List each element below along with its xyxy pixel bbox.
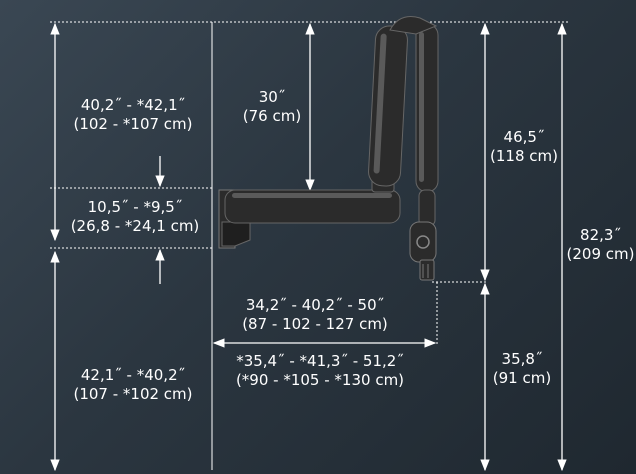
tube-head: [409, 221, 437, 263]
total-height-line2: (209 cm): [566, 245, 635, 263]
reach-standard-line2: (87 - 102 - 127 cm): [242, 315, 388, 333]
height-top-label: 40,2˝ - *42,1˝ (102 - *107 cm): [58, 96, 208, 134]
xray-arm-illustration: [218, 16, 439, 281]
reach-long-line1: *35,4˝ - *41,3˝ - 51,2˝: [236, 352, 404, 370]
total-height-label: 82,3˝ (209 cm): [565, 226, 636, 264]
horizontal-arm: [224, 189, 401, 224]
bottom-height-line1: 35,8˝: [501, 350, 543, 368]
vertical-arm-front: [368, 25, 408, 187]
floor-height-line1: 42,1˝ - *40,2˝: [80, 366, 186, 384]
height-top-line2: (102 - *107 cm): [73, 115, 193, 133]
head-height-line1: 46,5˝: [503, 128, 545, 146]
mount-height-line1: 10,5˝ - *9,5˝: [87, 198, 183, 216]
arm-to-top-label: 30˝ (76 cm): [232, 88, 312, 126]
reach-standard-line1: 34,2˝ - 40,2˝ - 50˝: [245, 296, 385, 314]
arm-to-top-line2: (76 cm): [242, 107, 302, 125]
height-top-line1: 40,2˝ - *42,1˝: [80, 96, 186, 114]
bottom-height-label: 35,8˝ (91 cm): [486, 350, 558, 388]
reach-standard-label: 34,2˝ - 40,2˝ - 50˝ (87 - 102 - 127 cm): [225, 296, 405, 334]
reach-long-label: *35,4˝ - *41,3˝ - 51,2˝ (*90 - *105 - *1…: [215, 352, 425, 390]
bottom-height-line2: (91 cm): [492, 369, 552, 387]
mount-height-label: 10,5˝ - *9,5˝ (26,8 - *24,1 cm): [60, 198, 210, 236]
floor-height-line2: (107 - *102 cm): [73, 385, 193, 403]
total-height-line1: 82,3˝: [580, 226, 621, 244]
head-height-label: 46,5˝ (118 cm): [486, 128, 562, 166]
arm-to-top-line1: 30˝: [258, 88, 286, 106]
head-height-line2: (118 cm): [490, 147, 558, 165]
mount-height-line2: (26,8 - *24,1 cm): [70, 217, 200, 235]
floor-height-label: 42,1˝ - *40,2˝ (107 - *102 cm): [58, 366, 208, 404]
reach-long-line2: (*90 - *105 - *130 cm): [235, 371, 405, 389]
